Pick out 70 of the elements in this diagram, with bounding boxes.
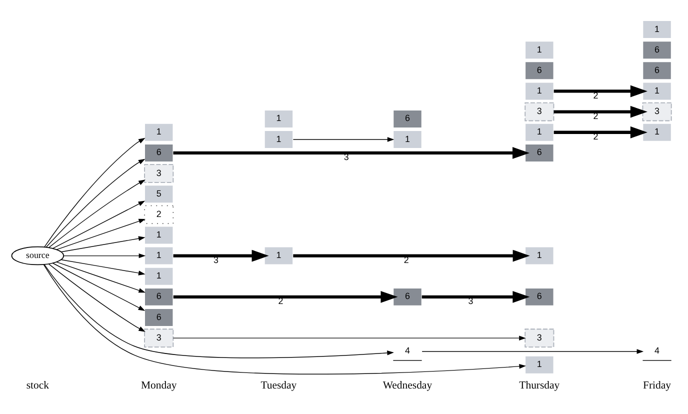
arrow — [60, 236, 146, 252]
node-box: 1 — [524, 81, 554, 100]
label: Wednesday — [382, 378, 432, 391]
node-box: 1 — [144, 122, 174, 142]
arrow — [60, 258, 146, 275]
edge-label: 2 — [593, 90, 598, 100]
node-box: 1 — [144, 266, 174, 286]
edge-label: 2 — [404, 254, 409, 264]
node-box: 6 — [642, 60, 672, 80]
node-box: 1 — [264, 109, 294, 128]
node-box: 1 — [524, 40, 554, 59]
arrow — [56, 218, 146, 250]
node-box: 1 — [642, 81, 672, 100]
arrow — [43, 264, 526, 374]
node-box: 1 — [392, 130, 422, 148]
label: Friday — [643, 378, 672, 391]
node-box: 5 — [144, 184, 174, 203]
label: Monday — [141, 378, 177, 391]
arrow — [293, 249, 530, 262]
arrow — [554, 105, 648, 118]
arrow — [46, 158, 146, 248]
node-box: 3 — [144, 328, 174, 347]
node-box: 6 — [144, 308, 174, 326]
arrow — [56, 261, 146, 292]
node-box: 1 — [524, 355, 554, 374]
node-box: 6 — [524, 287, 554, 306]
node-box: 6 — [392, 287, 422, 306]
node-box: 3 — [524, 328, 554, 347]
node-box: 1 — [642, 122, 672, 142]
node-box: 6 — [524, 60, 554, 80]
node-box: 6 — [144, 287, 174, 306]
arrow — [173, 146, 530, 158]
label: Tuesday — [260, 378, 297, 391]
node-box: 6 — [642, 40, 672, 59]
node-ellipse: source — [11, 246, 64, 265]
label: stock — [26, 378, 49, 391]
node-box: 3 — [642, 102, 672, 121]
node-box: 1 — [144, 225, 174, 244]
node-box: 3 — [524, 102, 554, 121]
arrow — [48, 263, 146, 332]
arrow — [52, 200, 146, 248]
arrow — [44, 137, 146, 247]
node-box: 6 — [392, 109, 422, 128]
label: Thursday — [519, 378, 560, 391]
arrow — [422, 290, 530, 302]
node-box: 6 — [144, 143, 174, 162]
arrow — [52, 262, 146, 310]
arrow — [48, 179, 146, 248]
node-box: 6 — [524, 143, 554, 162]
node-box: 3 — [144, 164, 174, 182]
arrow — [554, 84, 648, 97]
arrow — [64, 252, 146, 258]
node-box: 2 — [144, 204, 174, 224]
arrow — [173, 290, 398, 302]
node-text: 4 — [654, 345, 660, 356]
arrow — [44, 264, 394, 358]
arrow — [554, 126, 648, 138]
arrow — [172, 335, 526, 340]
node-box: 1 — [642, 20, 672, 38]
node-box: 1 — [144, 246, 174, 265]
node-box: 1 — [524, 122, 554, 142]
arrow — [173, 249, 269, 262]
node-box: 1 — [524, 246, 554, 265]
arrow — [422, 348, 644, 354]
arrow — [292, 136, 394, 142]
node-box: 1 — [264, 246, 294, 265]
edge-label: 3 — [213, 254, 218, 264]
edge-label: 2 — [593, 110, 598, 120]
node-text: 4 — [405, 345, 410, 356]
node-box: 1 — [264, 130, 294, 148]
